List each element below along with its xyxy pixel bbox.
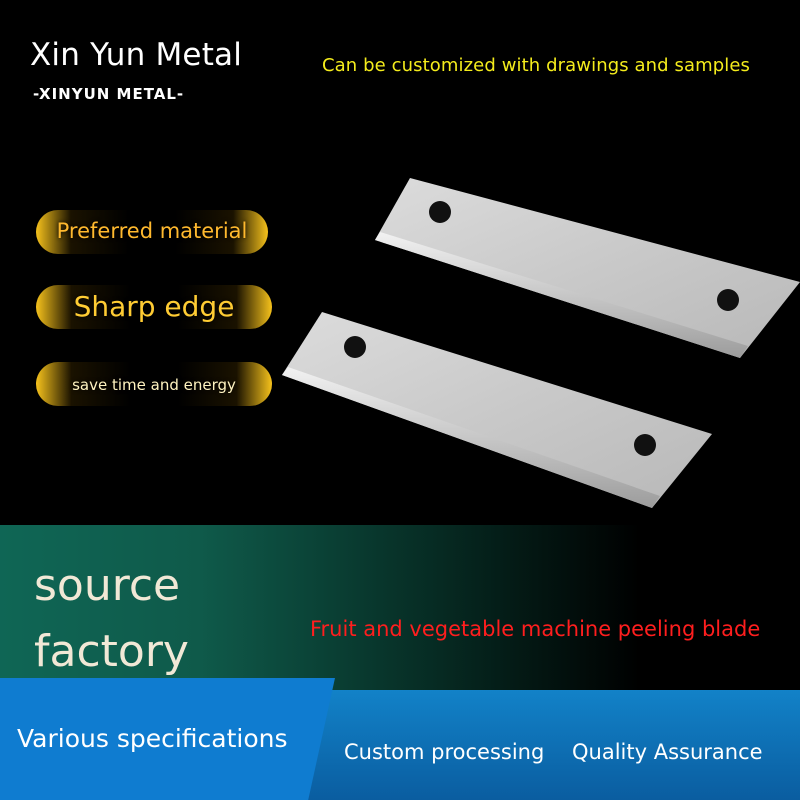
feature-pill-save-time: save time and energy [36, 362, 272, 406]
feature-pill-material: Preferred material [36, 210, 268, 254]
feature-label: save time and energy [72, 376, 236, 394]
source-factory-text: source factory [34, 553, 189, 685]
brand-subtitle: -XINYUN METAL- [33, 85, 185, 103]
feature-pill-sharp-edge: Sharp edge [36, 285, 272, 329]
footer-custom-processing: Custom processing [344, 740, 545, 764]
feature-label: Sharp edge [73, 290, 235, 323]
peeling-blades-image [282, 178, 800, 508]
upper-blade [375, 178, 800, 358]
brand-name: Xin Yun Metal [30, 37, 243, 73]
source-line: source [34, 560, 181, 611]
source-factory-band [0, 525, 800, 690]
product-name: Fruit and vegetable machine peeling blad… [310, 617, 761, 641]
customization-tagline: Can be customized with drawings and samp… [322, 55, 751, 76]
feature-label: Preferred material [56, 219, 248, 243]
footer-various-specifications: Various specifications [17, 724, 288, 753]
footer-quality-assurance: Quality Assurance [572, 740, 763, 764]
factory-line: factory [34, 626, 189, 677]
footer-left-panel [0, 678, 335, 800]
lower-blade [282, 312, 712, 508]
